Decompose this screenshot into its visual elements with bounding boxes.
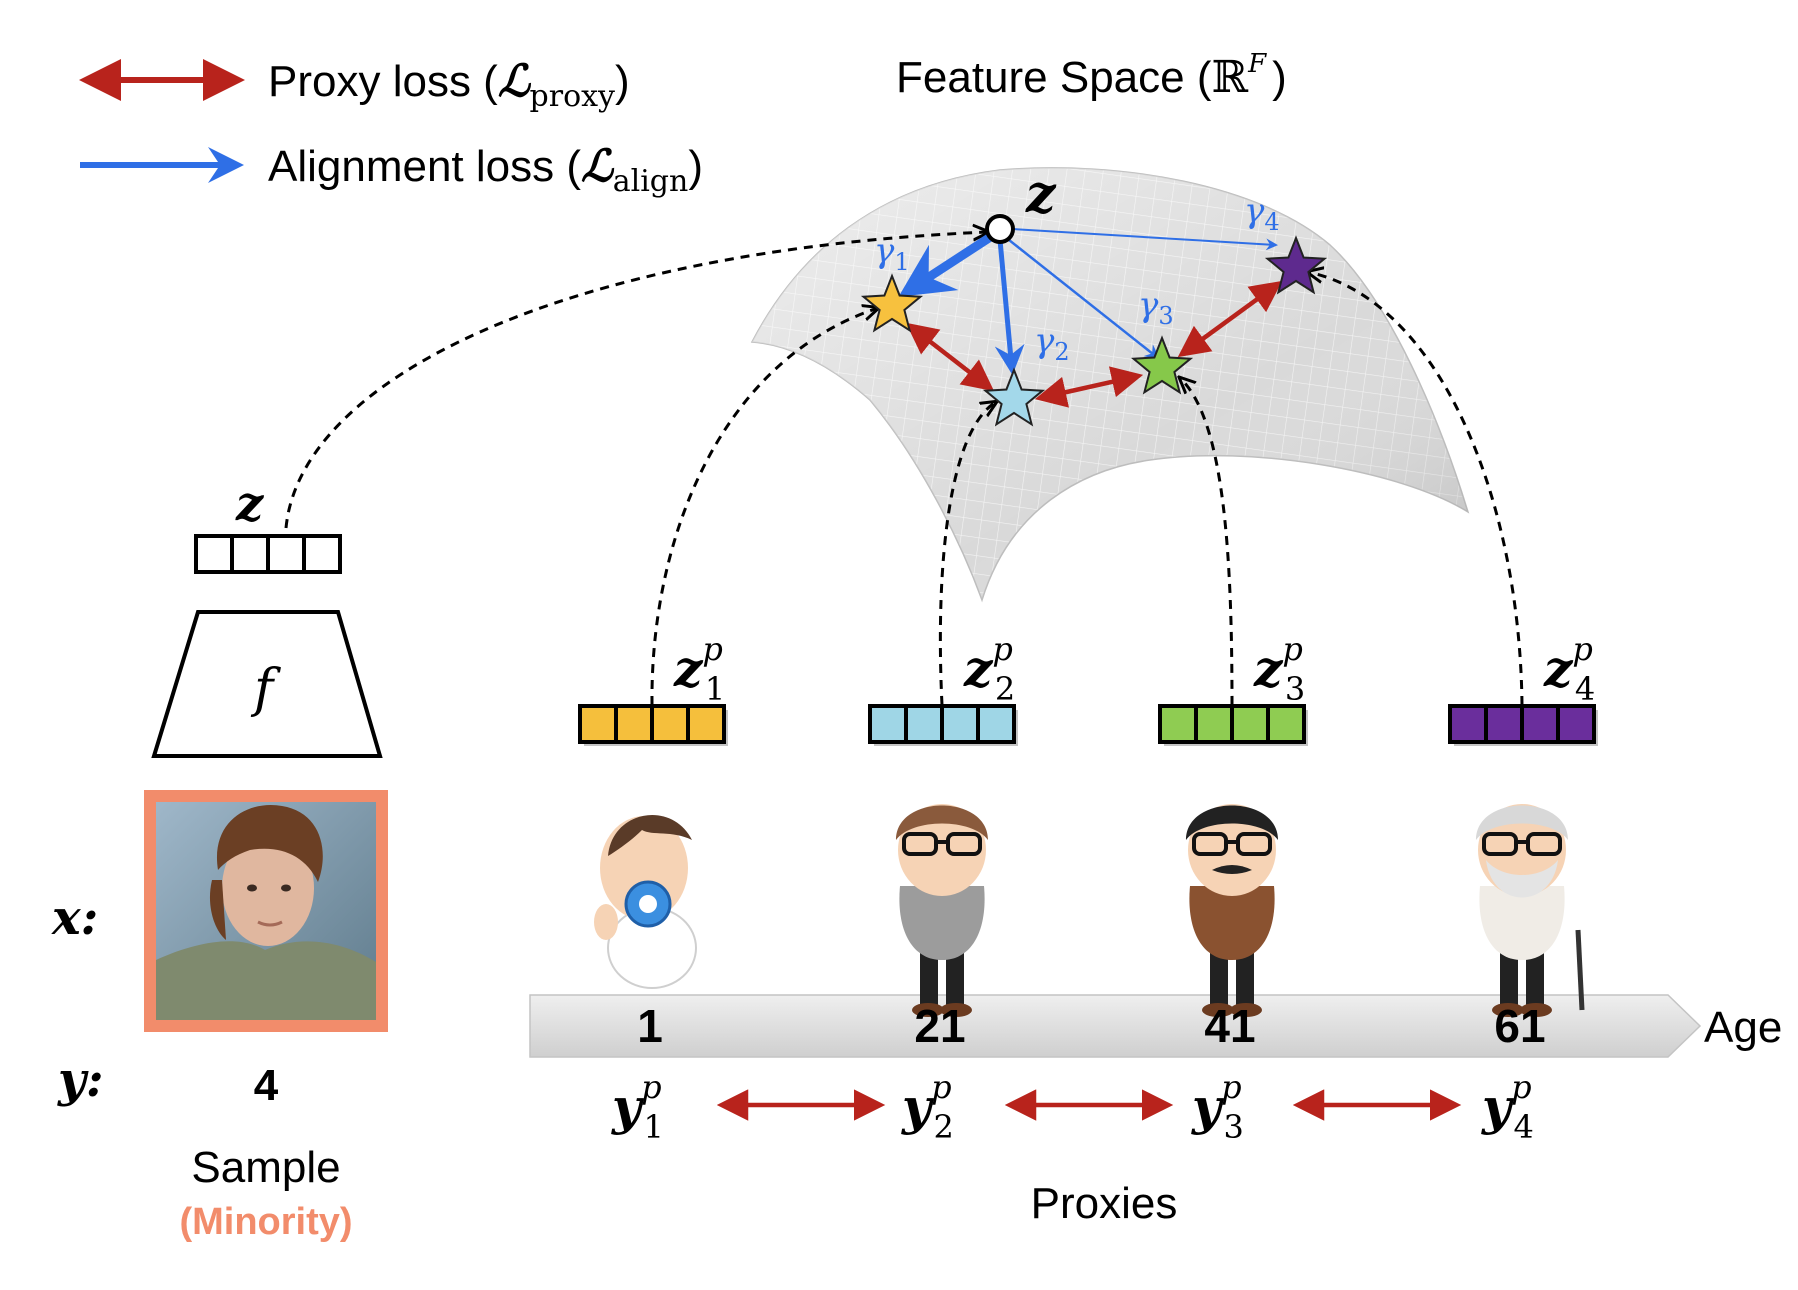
align-arrow-2 [994, 239, 1025, 375]
gamma-2-label: γ2 [1034, 321, 1070, 366]
proxy-2-feature-vector [868, 704, 1018, 746]
gamma-1-label: γ1 [874, 231, 910, 276]
sample-column: z f x: y: 4 Sample (Minority) [51, 476, 388, 1243]
sample-caption: Sample [191, 1143, 340, 1192]
legend: Proxy loss (ℒproxy) Alignment loss (ℒali… [79, 56, 703, 199]
feature-space-title: Feature Space (ℝF) [896, 49, 1287, 103]
proxy-star-3-icon [1130, 335, 1194, 395]
proxy-2-age-value: 21 [914, 1000, 965, 1052]
gamma-labels: γ1 γ2 γ3 γ4 [874, 191, 1280, 366]
encoder-trapezoid [151, 610, 383, 758]
gamma-3-label: γ3 [1138, 285, 1174, 330]
proxy-star-1-icon [860, 273, 924, 333]
proxy-loss-legend-label: Proxy loss (ℒproxy) [268, 56, 630, 114]
proxy-4-age-value: 61 [1494, 1000, 1545, 1052]
proxy-3-adult-avatar [1186, 804, 1278, 1017]
y-row-label: y: [57, 1052, 104, 1108]
proxy-stars [860, 235, 1328, 427]
child-photo [144, 790, 388, 1032]
age-axis-bar [529, 994, 1702, 1058]
sample-subcaption: (Minority) [179, 1201, 352, 1243]
proxy1-connector [650, 308, 878, 706]
proxy2-connector [938, 402, 996, 706]
alignment-arrows [898, 228, 1278, 375]
gamma-4-label: γ4 [1244, 191, 1280, 236]
sample-age-value: 4 [254, 1061, 279, 1110]
proxy-4-feature-vector [1448, 704, 1598, 746]
age-axis-label: Age [1704, 1003, 1782, 1052]
proxy4-connector [1308, 272, 1524, 706]
proxy-star-2-icon [982, 367, 1046, 427]
proxies-caption: Proxies [1031, 1179, 1178, 1228]
dashed-connectors [284, 232, 1524, 706]
proxy3-connector [1180, 378, 1234, 706]
alignment-loss-legend-label: Alignment loss (ℒalign) [268, 141, 703, 199]
x-row-label: x: [51, 890, 98, 946]
surface-proxy-arrows [905, 280, 1283, 408]
sample-feature-vector [194, 534, 342, 574]
align-arrow-3 [1003, 235, 1160, 360]
proxy-3-age-value: 41 [1204, 1000, 1255, 1052]
sample-z-label: z [235, 476, 265, 532]
age-axis: Age [529, 994, 1782, 1058]
proxy-4-elder-avatar [1476, 804, 1585, 1017]
proxy-star-4-icon [1264, 235, 1328, 295]
proxy-2-young-avatar [896, 804, 988, 1017]
z-point [985, 214, 1015, 244]
proxy-3-feature-vector [1158, 704, 1308, 746]
proxy-1-feature-vector [578, 704, 728, 746]
proxy-1-age-value: 1 [637, 1000, 663, 1052]
proxy-1-baby-avatar [594, 815, 697, 989]
align-arrow-4 [1011, 228, 1278, 251]
align-arrow-1 [898, 232, 995, 297]
z-point-label: z [1025, 164, 1057, 225]
sample-to-z-connector [284, 232, 988, 529]
